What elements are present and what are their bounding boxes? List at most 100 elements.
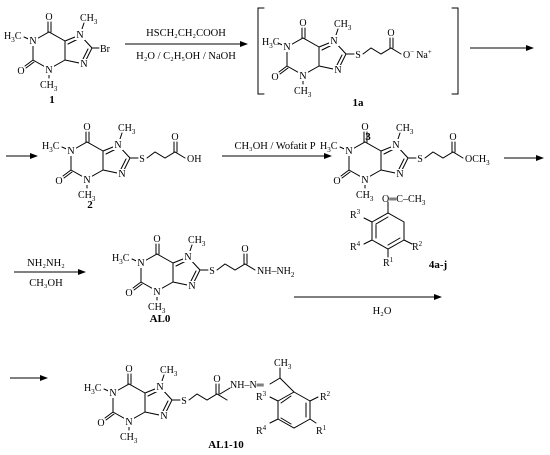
atom-n: N: [160, 411, 167, 422]
methyl-label: H3C: [84, 383, 102, 396]
substituent-r4: R4: [256, 424, 267, 437]
reaction-arrow-row-end-2: [504, 155, 544, 161]
substituent-r3: R3: [350, 208, 361, 221]
hydrazone-label: NH–N═: [230, 380, 265, 391]
methyl-label: CH3: [40, 80, 58, 93]
atom-s: S: [139, 154, 145, 165]
atom-n: N: [45, 65, 52, 76]
reaction-arrow-4: H₂O: [294, 294, 442, 317]
methyl-label: CH3: [80, 13, 98, 26]
methyl-label: CH3: [396, 123, 414, 136]
atom-o: O: [299, 18, 306, 29]
compound-label: AL1-10: [208, 439, 244, 451]
methyl-label: CH3: [356, 190, 374, 203]
atom-n: N: [299, 71, 306, 82]
reaction-arrow-2: CH₃OH / Wofatit P: [222, 141, 332, 159]
atom-s: S: [355, 50, 361, 61]
compound-label: 3: [365, 131, 371, 143]
substituent-r2: R2: [320, 390, 331, 403]
substituent-r2: R2: [412, 240, 423, 253]
methyl-label: CH3: [334, 19, 352, 32]
atom-o: O: [153, 234, 160, 245]
methyl-label: H3C: [112, 253, 130, 266]
compound-1: N N N N O O H3C CH3 CH3 Br 1: [4, 12, 111, 106]
atom-o: O: [171, 132, 178, 143]
atom-n: N: [67, 146, 74, 157]
hydroxyl-label: OH: [187, 154, 201, 165]
compound-al1-10: N N N N O O H3C CH3 CH3 S O NH–N═ CH3 R3…: [84, 358, 331, 451]
methoxy-label: OCH3: [465, 154, 490, 167]
atom-n: N: [283, 42, 290, 53]
atom-n: N: [76, 30, 83, 41]
atom-n: N: [137, 258, 144, 269]
condition-text: HSCH₂CH₂COOH: [146, 28, 226, 39]
compound-label: 4a-j: [429, 259, 447, 271]
methyl-label: CH3: [160, 365, 178, 378]
atom-o: O: [125, 364, 132, 375]
substituent-r1: R1: [316, 424, 327, 437]
atom-o: O: [125, 288, 132, 299]
condition-text: NH₂NH₂: [27, 258, 65, 269]
methyl-label: H3C: [262, 37, 280, 50]
reaction-arrow-1: HSCH₂CH₂COOH H₂O / C₂H₅OH / NaOH: [125, 28, 248, 62]
atom-n: N: [29, 36, 36, 47]
methyl-label: H3C: [320, 141, 338, 154]
condition-text: H₂O: [373, 306, 392, 317]
methyl-label: CH3: [78, 190, 96, 203]
atom-o: O: [333, 176, 340, 187]
atom-n: N: [361, 175, 368, 186]
atom-s: S: [209, 266, 215, 277]
compound-label: 2: [87, 199, 93, 211]
atom-n: N: [330, 36, 337, 47]
atom-n: N: [118, 169, 125, 180]
atom-s: S: [181, 396, 187, 407]
atom-o: O: [213, 374, 220, 385]
atom-o: O: [83, 122, 90, 133]
carboxylate-label: O−Na+: [403, 48, 432, 61]
compound-label: AL0: [150, 313, 171, 325]
methyl-label: H3C: [42, 141, 60, 154]
condition-text: CH₃OH: [29, 278, 63, 289]
atom-n: N: [109, 388, 116, 399]
compound-label: 1: [49, 94, 55, 106]
methyl-label: CH3: [120, 432, 138, 445]
atom-n: N: [83, 175, 90, 186]
hydrazide-label: NH–NH2: [257, 266, 295, 279]
reaction-arrow-row-start-2: [6, 153, 38, 159]
atom-n: N: [334, 65, 341, 76]
atom-n: N: [188, 281, 195, 292]
substituent-r3: R3: [256, 390, 267, 403]
atom-n: N: [184, 252, 191, 263]
compound-al0: N N N N O O H3C CH3 CH3 S O NH–NH2 AL0: [112, 234, 295, 325]
atom-n: N: [392, 140, 399, 151]
atom-n: N: [156, 382, 163, 393]
atom-o: O: [45, 12, 52, 23]
substituent-r1: R1: [383, 256, 394, 269]
reaction-arrow-row-start-4: [10, 375, 48, 381]
methyl-label: CH3: [118, 123, 136, 136]
atom-n: N: [396, 169, 403, 180]
atom-o: O: [271, 72, 278, 83]
atom-o: O: [387, 28, 394, 39]
methyl-label: CH3: [294, 86, 312, 99]
atom-n: N: [125, 417, 132, 428]
substituent-r4: R4: [350, 240, 361, 253]
atom-s: S: [417, 154, 423, 165]
atom-n: N: [114, 140, 121, 151]
reaction-arrow-row-end-1: [470, 45, 534, 51]
atom-o: O: [449, 132, 456, 143]
compound-label: 1a: [353, 97, 365, 109]
compound-4a-j: O═C–CH3 R3 R4 R2 R1 4a-j: [350, 194, 447, 271]
methyl-label: CH3: [148, 302, 166, 315]
compound-2: N N N N O O H3C CH3 CH3 S O OH 2: [42, 122, 201, 211]
reaction-arrow-3: NH₂NH₂ CH₃OH: [14, 258, 86, 289]
atom-n: N: [153, 287, 160, 298]
bromo-label: Br: [100, 44, 111, 55]
atom-o: O: [17, 66, 24, 77]
atom-o: O: [361, 122, 368, 133]
methyl-label: CH3: [274, 358, 292, 371]
atom-o: O: [97, 418, 104, 429]
compound-1a: N N N N O O H3C CH3 CH3 S O O−Na+ 1a: [257, 7, 459, 109]
atom-o: O: [55, 176, 62, 187]
